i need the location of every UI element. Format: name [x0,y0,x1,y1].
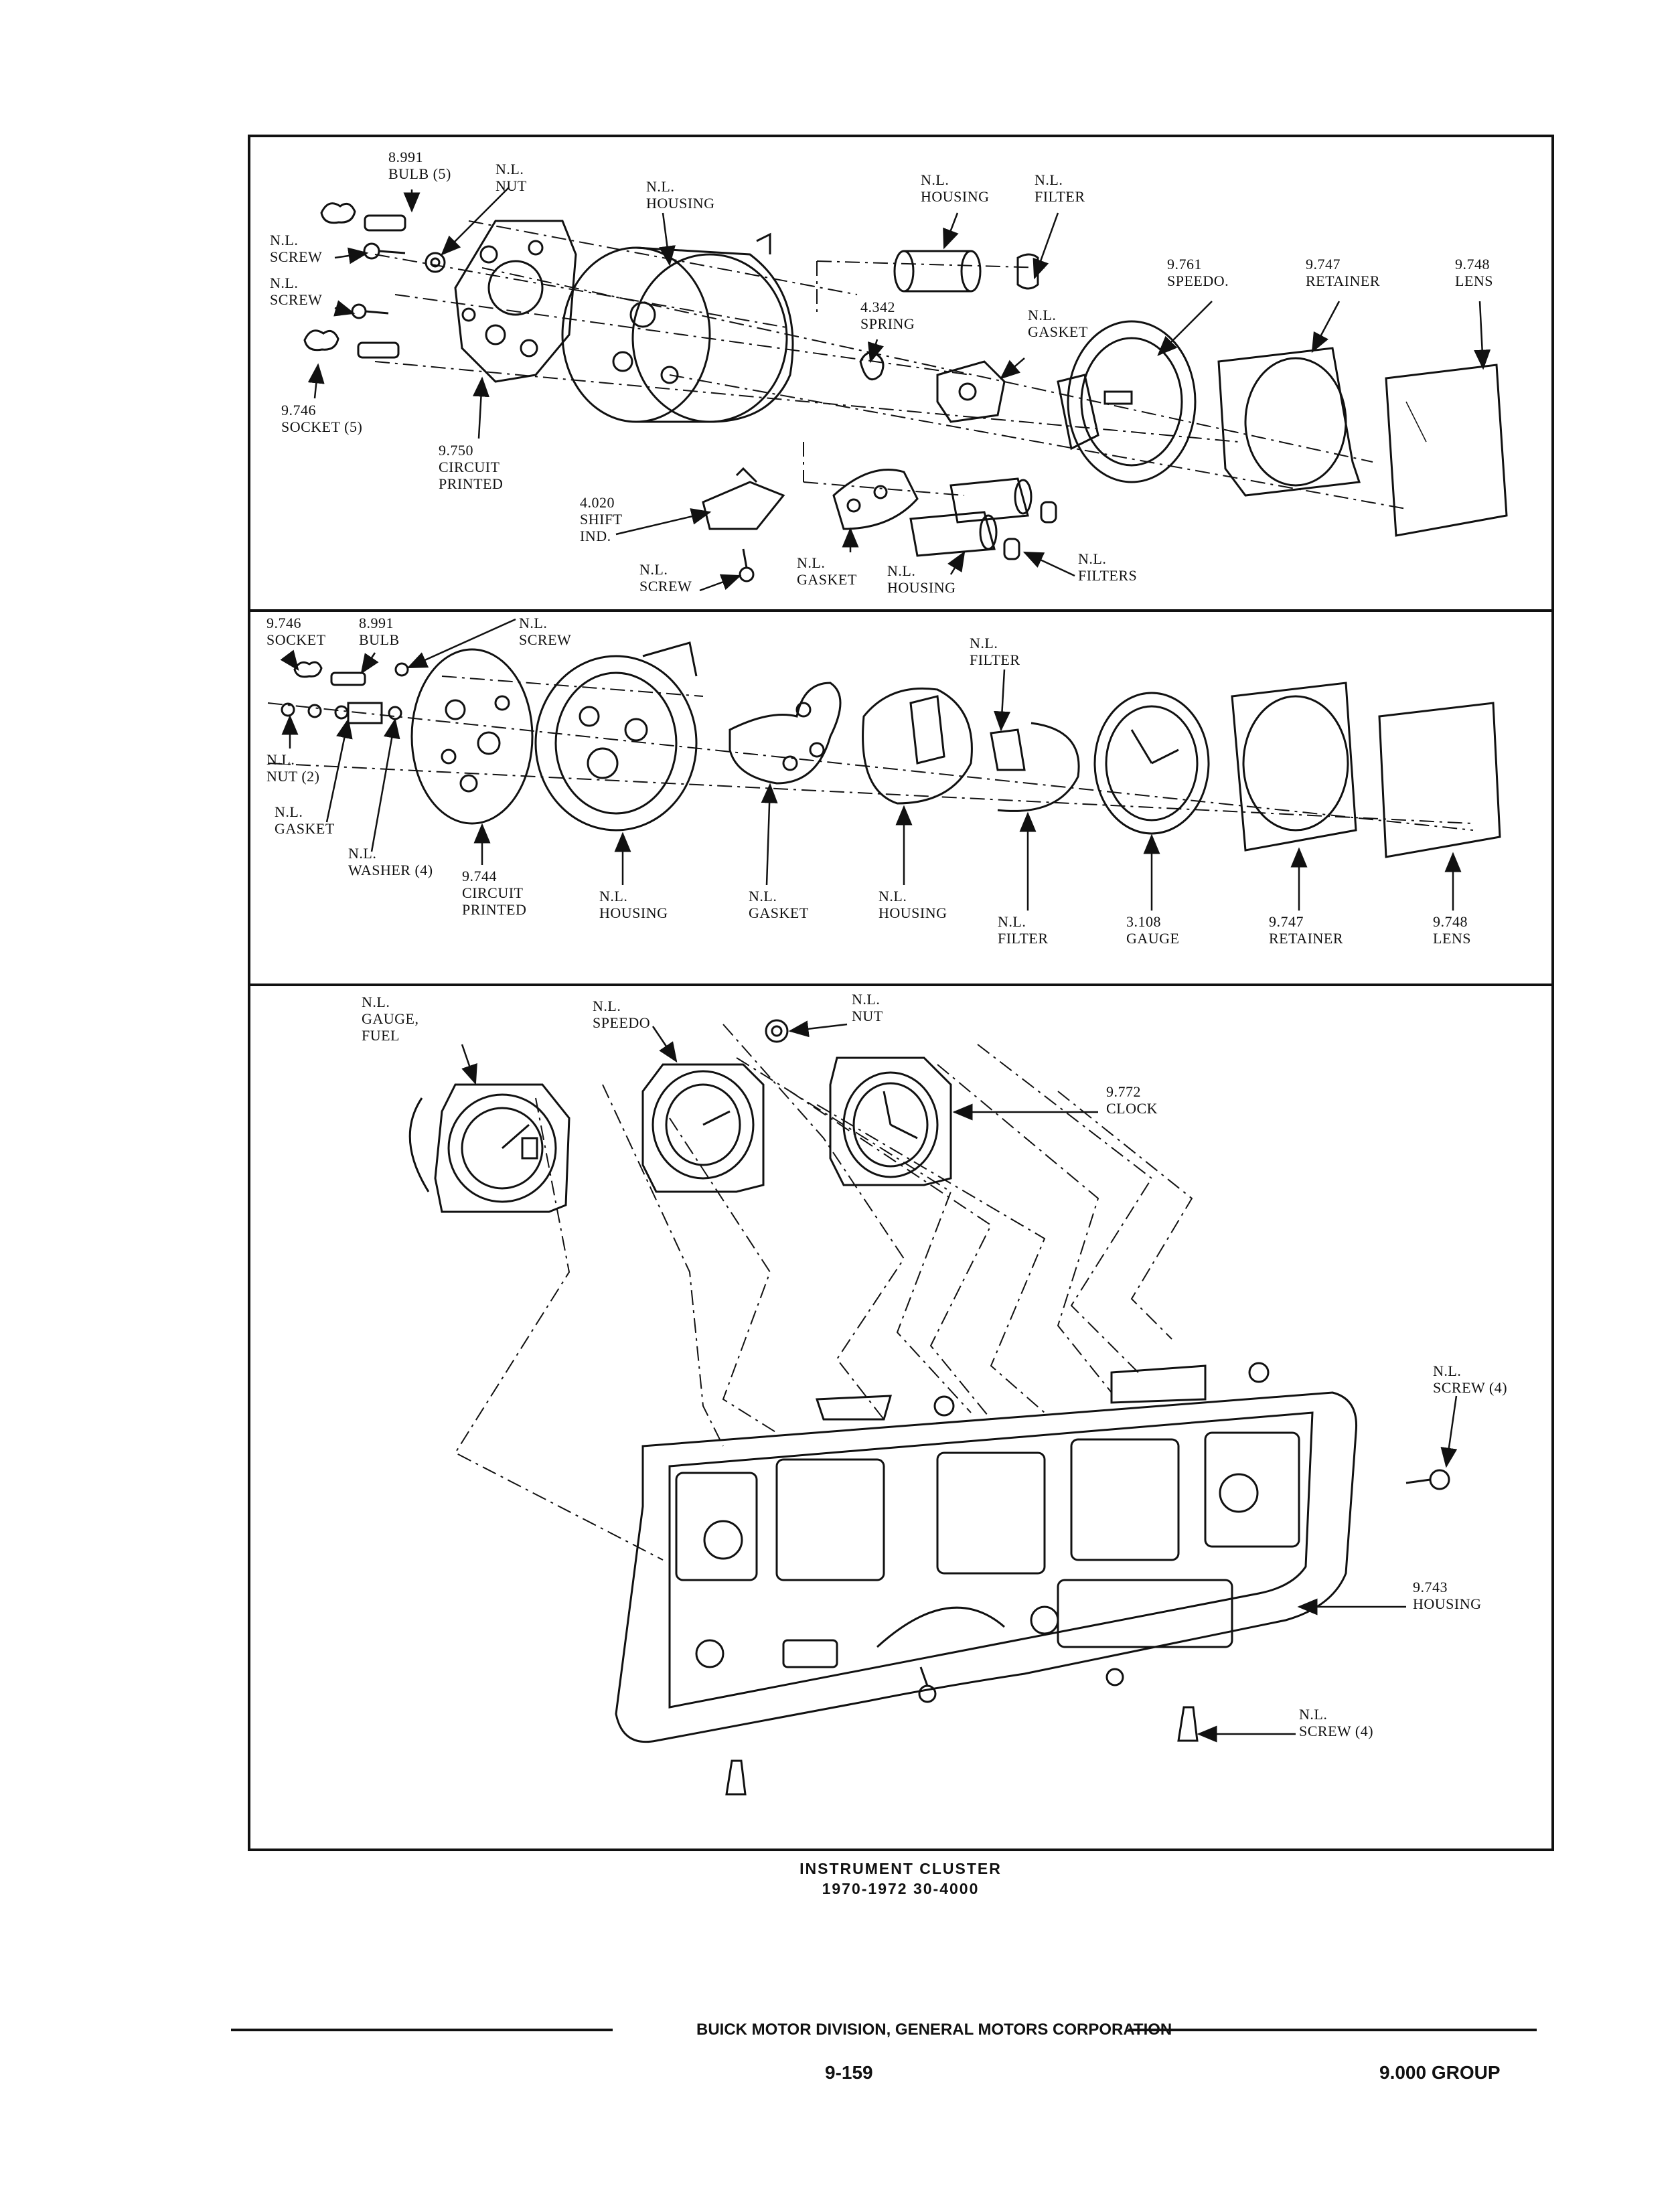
label-gasket-top-1: N.L. GASKET [1028,307,1088,340]
housing-middle-b [862,687,973,805]
label-shift-ind: 4.020 SHIFT IND. [580,494,623,544]
filter-middle [990,728,1026,771]
cluster-housing [615,1391,1358,1743]
label-spring: 4.342 SPRING [860,299,915,332]
label-clock: 9.772 CLOCK [1106,1083,1158,1117]
label-screw-top-3: N.L. SCREW [639,561,692,595]
label-housing-top-3: N.L. HOUSING [887,562,956,596]
fuel-gauge [434,1083,570,1213]
diagram-frame [248,135,1554,1851]
label-bulb-middle: 8.991 BULB [359,615,400,648]
label-lens-middle: 9.748 LENS [1433,913,1471,947]
label-screw-middle: N.L. SCREW [519,615,572,648]
lens-top [1385,364,1508,537]
label-housing-top-2: N.L. HOUSING [921,171,990,205]
label-fuel-gauge: N.L. GAUGE, FUEL [362,994,419,1044]
gasket-lower [832,469,919,530]
label-screw-top-1: N.L. SCREW [270,232,323,265]
label-lens-top: 9.748 LENS [1455,256,1493,289]
retainer-top [1217,347,1361,497]
housing-lower-a [949,477,1029,524]
housing-tube [904,250,971,293]
label-bulb-top: 8.991 BULB (5) [388,149,451,182]
label-circuit-printed-top: 9.750 CIRCUIT PRINTED [439,442,504,492]
label-screw-bottom-1: N.L. SCREW (4) [1433,1362,1508,1396]
label-filter-middle-1: N.L. FILTER [970,635,1020,668]
lens-middle [1378,702,1501,858]
speedometer-dial [1067,320,1197,483]
clock-body [829,1056,952,1186]
caption-subtitle: 1970-1972 30-4000 [822,1880,980,1897]
gauge-dial [1093,692,1210,835]
label-gasket-middle-2: N.L. GASKET [749,888,809,921]
shift-indicator [702,481,785,530]
label-screw-top-2: N.L. SCREW [270,274,323,308]
label-housing-middle-2: N.L. HOUSING [879,888,947,921]
footer-group: 9.000 GROUP [1379,2062,1501,2083]
gasket-top [936,360,1006,423]
label-retainer-top: 9.747 RETAINER [1306,256,1381,289]
label-circuit-printed-middle: 9.744 CIRCUIT PRINTED [462,868,527,918]
footer-rule-left [231,2029,613,2031]
middle-panel-drawing [267,641,1501,858]
label-speedo-top: 9.761 SPEEDO. [1167,256,1229,289]
label-housing-middle-1: N.L. HOUSING [599,888,668,921]
speedometer-bottom [641,1063,765,1193]
label-nut-bottom: N.L. NUT [852,991,883,1024]
label-gauge-middle: 3.108 GAUGE [1126,913,1180,947]
housing-middle-a [534,655,698,832]
label-washer-middle: N.L. WASHER (4) [348,845,433,878]
label-socket-middle: 9.746 SOCKET [266,615,326,648]
label-speedo-bottom: N.L. SPEEDO [593,998,651,1031]
housing-lower-b [909,511,996,557]
label-screw-bottom-2: N.L. SCREW (4) [1299,1706,1374,1739]
footer-division: BUICK MOTOR DIVISION, GENERAL MOTORS COR… [696,2021,1172,2039]
label-filter-top: N.L. FILTER [1035,171,1085,205]
label-gasket-top-2: N.L. GASKET [797,554,857,588]
gasket-middle [729,682,842,785]
label-retainer-middle: 9.747 RETAINER [1269,913,1344,947]
label-filters-top: N.L. FILTERS [1078,550,1138,584]
label-filter-middle-2: N.L. FILTER [998,913,1049,947]
bulb-socket-group-top [303,202,446,359]
label-socket-top: 9.746 SOCKET (5) [281,402,363,435]
printed-circuit-middle [410,648,534,825]
footer-page-number: 9-159 [825,2062,873,2083]
bottom-panel-drawing [408,1019,1450,1796]
label-housing-bottom: 9.743 HOUSING [1413,1579,1482,1612]
label-nut-top: N.L. NUT [495,161,527,194]
label-housing-top-1: N.L. HOUSING [646,178,715,212]
label-gasket-middle-1: N.L. GASKET [275,803,335,837]
footer-rule-right [1128,2029,1537,2031]
printed-circuit-plate [454,220,577,383]
label-nut-middle: N.L. NUT (2) [266,751,320,785]
retainer-middle [1231,682,1357,852]
caption-title: INSTRUMENT CLUSTER [799,1860,1002,1877]
